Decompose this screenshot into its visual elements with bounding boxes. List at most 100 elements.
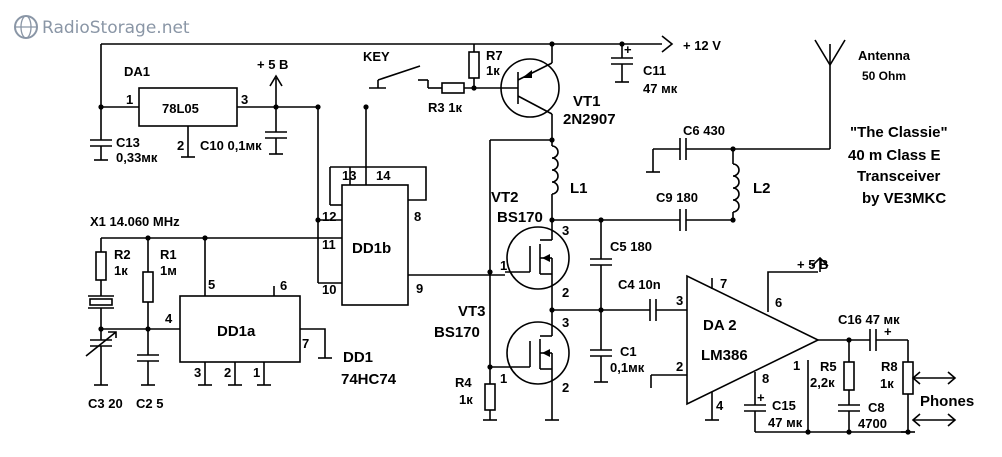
svg-text:4700: 4700 bbox=[858, 416, 887, 431]
svg-text:3: 3 bbox=[194, 365, 201, 380]
svg-text:1к: 1к bbox=[486, 63, 500, 78]
svg-text:R4: R4 bbox=[455, 375, 472, 390]
svg-text:6: 6 bbox=[280, 278, 287, 293]
svg-text:1м: 1м bbox=[160, 263, 177, 278]
regulator-da1: DA1 78L05 1 3 2 + 5 B C13 0,33мк C10 0,1… bbox=[90, 44, 318, 165]
svg-text:VT1: VT1 bbox=[573, 93, 601, 110]
svg-text:3: 3 bbox=[676, 293, 683, 308]
svg-text:R2: R2 bbox=[114, 247, 131, 262]
svg-text:C13: C13 bbox=[116, 135, 140, 150]
da1-body-label: 78L05 bbox=[162, 101, 199, 116]
svg-text:12: 12 bbox=[322, 209, 336, 224]
svg-text:VT3: VT3 bbox=[458, 303, 486, 320]
svg-text:DD1a: DD1a bbox=[217, 323, 256, 340]
key-section: KEY R3 1к R7 1к VT1 2N2907 + C11 bbox=[363, 42, 678, 140]
flipflop-dd1b: DD1b 12 10 13 14 8 9 11 bbox=[101, 107, 505, 306]
svg-text:L2: L2 bbox=[753, 180, 771, 197]
svg-text:X1 14.060 MHz: X1 14.060 MHz bbox=[90, 214, 180, 229]
svg-text:0,1мк: 0,1мк bbox=[610, 360, 645, 375]
tank: L1 C9 180 L2 C6 430 C5 180 bbox=[490, 123, 830, 350]
svg-text:50 Ohm: 50 Ohm bbox=[862, 69, 906, 83]
flipflop-dd1a: DD1a 5 6 4 7 3 2 1 DD1 74HC74 bbox=[148, 238, 397, 388]
svg-text:+: + bbox=[757, 390, 765, 405]
svg-text:by VE3MKC: by VE3MKC bbox=[862, 190, 946, 207]
vt1-circle bbox=[500, 58, 560, 118]
svg-text:0,33мк: 0,33мк bbox=[116, 150, 158, 165]
svg-text:4: 4 bbox=[716, 398, 724, 413]
svg-text:L1: L1 bbox=[570, 180, 588, 197]
output-stage: C16 47 мк + R5 2,2к C8 4700 R8 1к Phones bbox=[810, 312, 974, 433]
svg-text:1к: 1к bbox=[114, 263, 128, 278]
svg-text:2: 2 bbox=[676, 359, 683, 374]
amplifier-da2: DA 2 LM386 3 2 7 4 6 + 5 B 8 + C15 47 мк… bbox=[650, 256, 908, 433]
label-phones: Phones bbox=[920, 393, 974, 410]
svg-text:C5 180: C5 180 bbox=[610, 239, 652, 254]
svg-text:C4 10n: C4 10n bbox=[618, 277, 661, 292]
svg-text:3: 3 bbox=[562, 223, 569, 238]
svg-text:C3 20: C3 20 bbox=[88, 396, 123, 411]
svg-text:40 m Class E: 40 m Class E bbox=[848, 147, 941, 164]
title-block: "The Classie" 40 m Class E Transceiver b… bbox=[848, 124, 948, 207]
svg-text:DA 2: DA 2 bbox=[703, 317, 737, 334]
svg-text:R8: R8 bbox=[881, 359, 898, 374]
da1-body bbox=[138, 87, 238, 127]
svg-text:Antenna: Antenna bbox=[858, 48, 911, 63]
svg-text:C16 47 мк: C16 47 мк bbox=[838, 312, 900, 327]
mosfet-vt2: 3 1 2 VT2 BS170 bbox=[491, 189, 570, 300]
rail-12v: + 12 V bbox=[101, 35, 721, 53]
label-5v-a: + 5 B bbox=[257, 57, 288, 72]
svg-text:+: + bbox=[624, 42, 632, 57]
label-5v-b: + 5 B bbox=[797, 257, 828, 272]
label-da1: DA1 bbox=[124, 64, 150, 79]
svg-text:BS170: BS170 bbox=[497, 209, 543, 226]
svg-text:1: 1 bbox=[126, 92, 133, 107]
audio-coupling: C4 10n C1 0,1мк bbox=[552, 277, 687, 383]
svg-text:C9 180: C9 180 bbox=[656, 190, 698, 205]
svg-text:1: 1 bbox=[253, 365, 260, 380]
svg-text:R1: R1 bbox=[160, 247, 177, 262]
svg-text:47 мк: 47 мк bbox=[768, 415, 803, 430]
svg-text:C11: C11 bbox=[643, 63, 666, 78]
svg-text:DD1b: DD1b bbox=[352, 240, 391, 257]
svg-text:2: 2 bbox=[562, 285, 569, 300]
svg-text:2: 2 bbox=[177, 138, 184, 153]
logo: RadioStorage.net bbox=[14, 15, 190, 39]
svg-text:6: 6 bbox=[775, 295, 782, 310]
svg-text:R3 1к: R3 1к bbox=[428, 100, 462, 115]
svg-text:R5: R5 bbox=[820, 359, 837, 374]
svg-text:2N2907: 2N2907 bbox=[563, 111, 616, 128]
svg-text:Transceiver: Transceiver bbox=[857, 168, 941, 185]
svg-text:3: 3 bbox=[241, 92, 248, 107]
svg-text:8: 8 bbox=[762, 371, 769, 386]
svg-text:C15: C15 bbox=[772, 398, 796, 413]
svg-text:DD1: DD1 bbox=[343, 349, 373, 366]
svg-text:74HC74: 74HC74 bbox=[341, 371, 397, 388]
svg-text:47 мк: 47 мк bbox=[643, 81, 678, 96]
label-12v: + 12 V bbox=[683, 38, 721, 53]
svg-text:1к: 1к bbox=[459, 392, 473, 407]
svg-text:LM386: LM386 bbox=[701, 347, 748, 364]
svg-text:7: 7 bbox=[720, 276, 727, 291]
svg-text:C10 0,1мк: C10 0,1мк bbox=[200, 138, 262, 153]
svg-text:13: 13 bbox=[342, 168, 356, 183]
svg-text:10: 10 bbox=[322, 282, 336, 297]
svg-text:1: 1 bbox=[500, 371, 507, 386]
svg-text:7: 7 bbox=[302, 336, 309, 351]
junctions bbox=[98, 41, 911, 435]
antenna: Antenna 50 Ohm bbox=[814, 39, 911, 149]
svg-text:5: 5 bbox=[208, 277, 215, 292]
svg-text:14: 14 bbox=[376, 168, 391, 183]
svg-text:R7: R7 bbox=[486, 48, 503, 63]
svg-text:3: 3 bbox=[562, 315, 569, 330]
svg-text:C2 5: C2 5 bbox=[136, 396, 163, 411]
svg-text:C6 430: C6 430 bbox=[683, 123, 725, 138]
svg-text:1к: 1к bbox=[880, 376, 894, 391]
svg-text:"The Classie": "The Classie" bbox=[850, 124, 948, 141]
svg-text:2: 2 bbox=[562, 380, 569, 395]
svg-text:2: 2 bbox=[224, 365, 231, 380]
svg-text:BS170: BS170 bbox=[434, 324, 480, 341]
svg-text:1: 1 bbox=[793, 358, 800, 373]
svg-text:VT2: VT2 bbox=[491, 189, 519, 206]
svg-text:C8: C8 bbox=[868, 400, 885, 415]
